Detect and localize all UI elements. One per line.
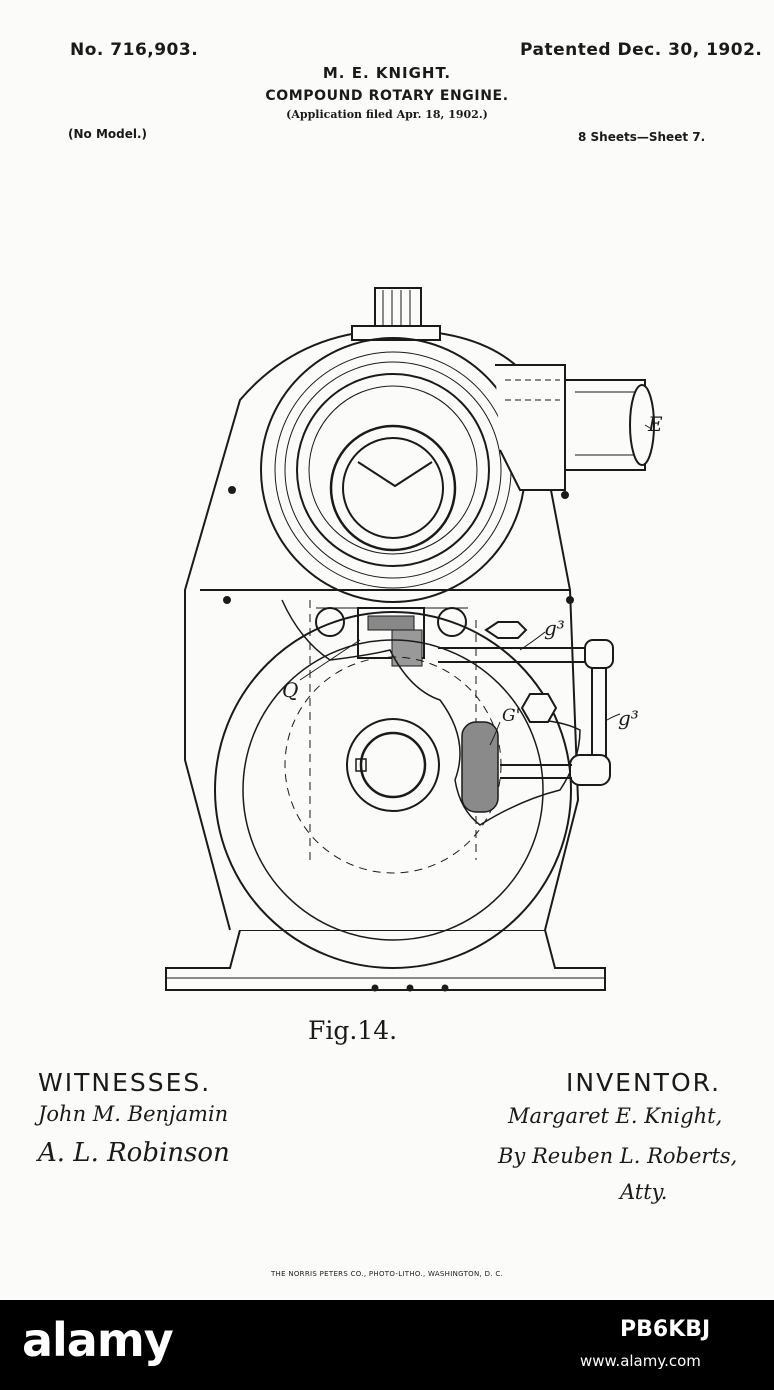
leader-g3b — [606, 713, 621, 721]
hex-nut-upper — [484, 621, 528, 639]
attorney-suffix: Atty. — [620, 1180, 668, 1204]
patent-date: Patented Dec. 30, 1902. — [520, 40, 763, 60]
printer-credit: THE NORRIS PETERS CO., PHOTO-LITHO., WAS… — [270, 1270, 504, 1278]
exhaust-pipe — [495, 364, 655, 491]
inventor-name: M. E. KNIGHT. — [322, 64, 452, 82]
housing-bolts — [223, 486, 574, 604]
watermark-image-id: PB6KBJ — [620, 1317, 711, 1342]
sheet-count: 8 Sheets—Sheet 7. — [578, 130, 706, 144]
watermark-brand: alamy — [22, 1313, 174, 1367]
hex-nut-lower — [520, 693, 558, 723]
engine-drawing — [165, 287, 655, 992]
figure-label: Fig.14. — [308, 1016, 398, 1045]
leader-Q — [299, 639, 361, 681]
model-note: (No Model.) — [68, 127, 148, 141]
lower-rotor — [214, 600, 572, 969]
leader-E — [644, 424, 651, 429]
top-hub — [351, 325, 441, 341]
leader-g3a — [519, 631, 546, 651]
pipe-g3 — [438, 639, 614, 813]
base-foot — [165, 929, 606, 991]
cutaway-edge — [281, 599, 581, 826]
inventor-signature: Margaret E. Knight, — [508, 1104, 723, 1128]
leader-G1 — [489, 721, 501, 746]
patent-title: COMPOUND ROTARY ENGINE. — [265, 88, 509, 104]
label-g3-upper: g³ — [544, 616, 565, 640]
label-Q: Q — [282, 678, 299, 702]
top-shaft — [374, 287, 422, 329]
attorney-signature: By Reuben L. Roberts, — [498, 1144, 738, 1168]
watermark-site: www.alamy.com — [580, 1352, 701, 1370]
base-bolts — [371, 984, 449, 992]
label-g3-lower: g³ — [618, 706, 639, 730]
witness-signature-2: A. L. Robinson — [38, 1138, 230, 1168]
patent-number: No. 716,903. — [70, 40, 199, 60]
label-G1: G' — [502, 706, 521, 726]
application-filed: (Application filed Apr. 18, 1902.) — [286, 108, 488, 121]
witnesses-heading: WITNESSES. — [38, 1068, 212, 1097]
watermark-band — [0, 1300, 774, 1390]
label-E: E — [648, 412, 663, 436]
inventor-heading: INVENTOR. — [566, 1068, 722, 1097]
witness-signature-1: John M. Benjamin — [38, 1102, 229, 1126]
bearing-assembly — [315, 607, 468, 667]
